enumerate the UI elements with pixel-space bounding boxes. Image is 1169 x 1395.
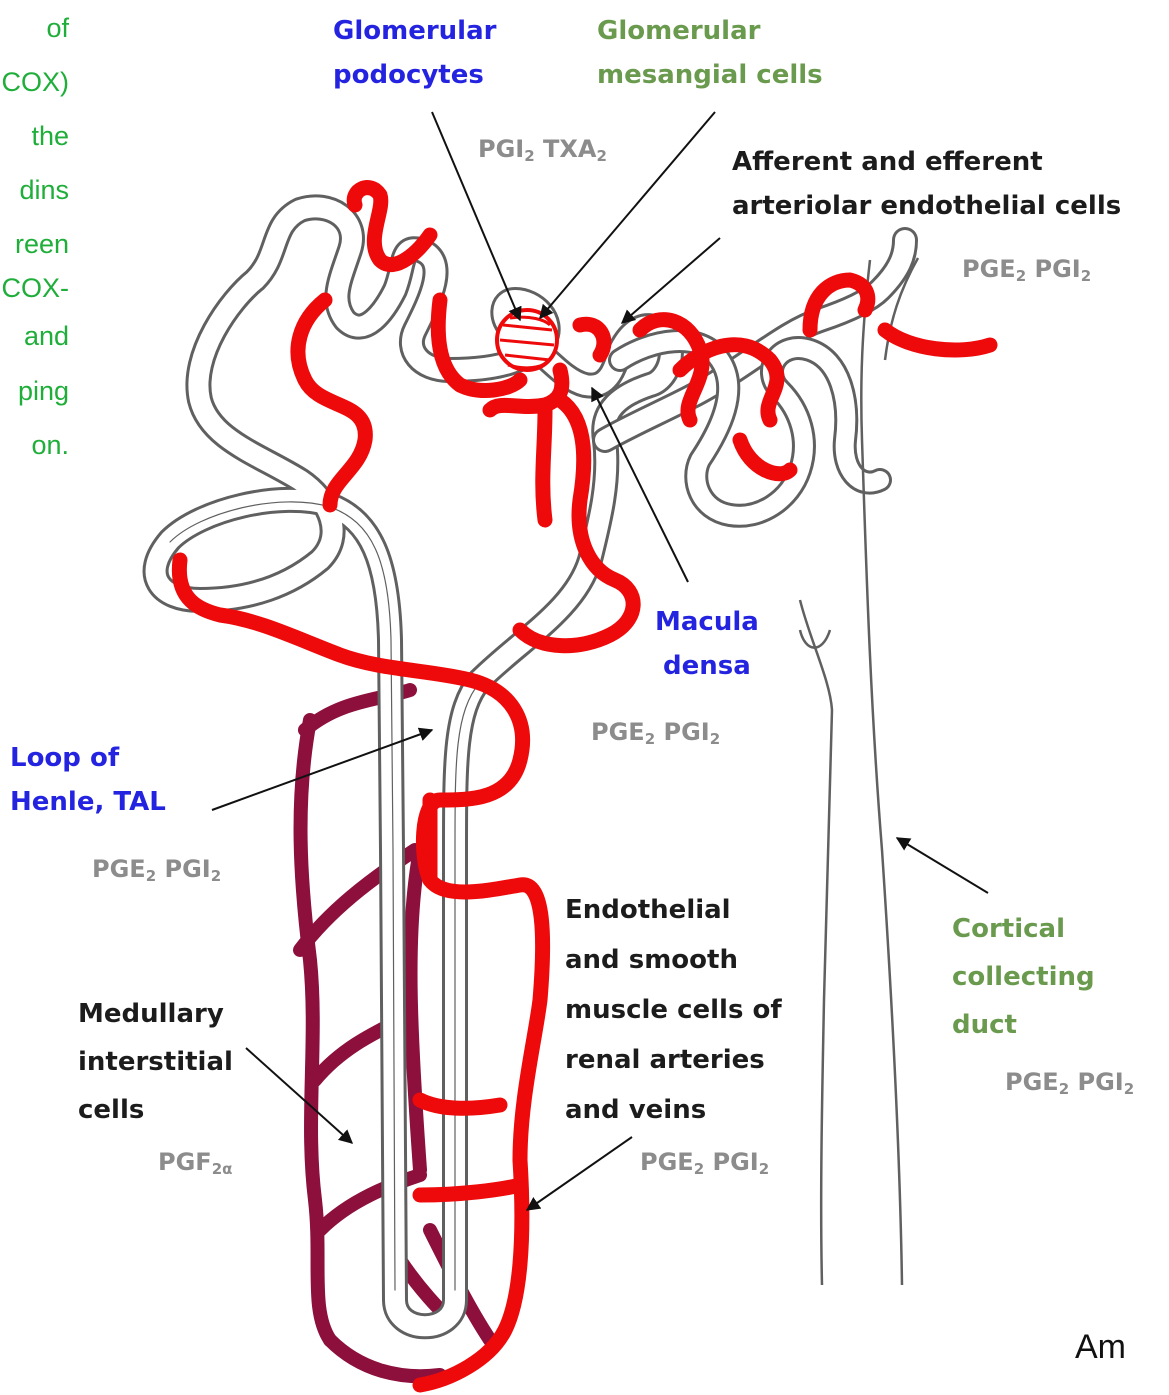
collecting-duct [800,258,918,1285]
prostanoid-arteriolar: PGE2 PGI2 [962,255,1091,285]
side-text-line-5: reen [15,226,69,262]
side-text-line-9: on. [31,427,69,463]
prostanoid-macula-densa: PGE2 PGI2 [591,718,720,748]
label-glomerular-podocytes: Glomerular podocytes [333,9,496,97]
side-text-line-7: and [24,318,69,354]
side-text-line-8: ping [18,373,69,409]
nephron-tubule [156,207,905,1326]
side-text-line-3: the [31,118,69,154]
label-glomerular-mesangial-cells: Glomerular mesangial cells [597,9,823,97]
side-text-line-1: of [46,10,69,46]
prostanoid-loop-of-henle: PGE2 PGI2 [92,855,221,885]
label-medullary-interstitial-cells: Medullary interstitial cells [78,990,233,1134]
side-text-line-2: COX) [2,64,70,100]
label-macula-densa: Macula densa [655,600,759,688]
side-text-line-6: COX- [2,270,70,306]
label-afferent-efferent-arteriolar: Afferent and efferent arteriolar endothe… [732,140,1121,228]
label-cortical-collecting-duct: Cortical collecting duct [952,905,1095,1049]
label-endothelial-smooth-muscle: Endothelial and smooth muscle cells of r… [565,885,782,1135]
prostanoid-renal-vessels: PGE2 PGI2 [640,1148,769,1178]
prostanoid-medullary: PGF2α [158,1148,232,1178]
glomerulus [497,310,557,370]
side-text-line-4: dins [19,172,69,208]
label-loop-of-henle: Loop of Henle, TAL [10,736,166,824]
credit-text: Am [1075,1328,1126,1367]
prostanoid-glomerulus: PGI2 TXA2 [478,135,607,165]
prostanoid-collecting-duct: PGE2 PGI2 [1005,1068,1134,1098]
